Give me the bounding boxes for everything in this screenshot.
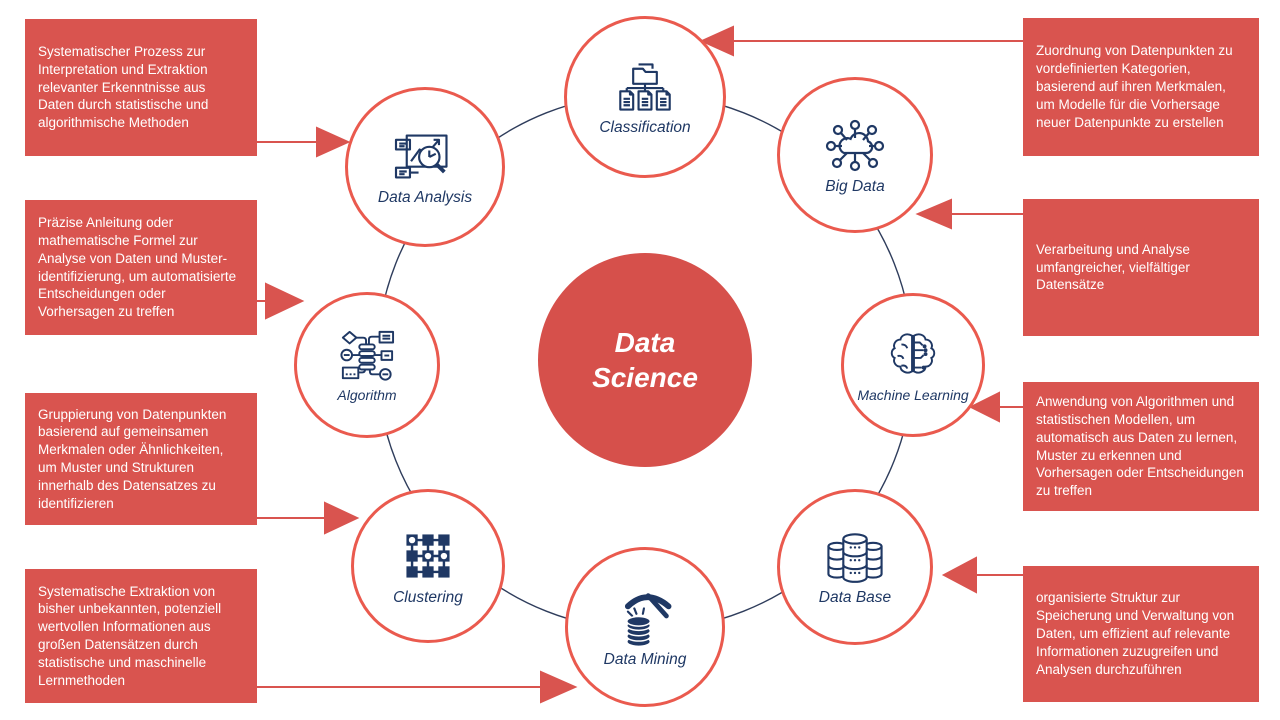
node-label: Data Base xyxy=(818,588,892,606)
data-analysis-icon xyxy=(394,133,448,178)
description-text: Systematische Extraktion von bisher unbe… xyxy=(38,583,222,688)
clustering-icon xyxy=(406,533,450,578)
arrow-to-algorithm xyxy=(257,282,305,320)
description-box-data-mining: Systematische Extraktion von bisher unbe… xyxy=(25,569,257,703)
description-box-classification: Zuordnung von Datenpunkten zu vordefinie… xyxy=(1023,18,1259,156)
arrow-to-machine-learning xyxy=(968,391,1023,423)
center-title-line1: Data xyxy=(614,327,676,358)
arrow-to-clustering xyxy=(257,501,360,535)
description-text: organisierte Struktur zur Speicherung un… xyxy=(1036,590,1235,677)
description-box-algorithm: Präzise Anleitung oder mathematische For… xyxy=(25,200,257,335)
description-box-machine-learning: Anwendung von Algorithmen und statistisc… xyxy=(1023,382,1259,511)
description-text: Zuordnung von Datenpunkten zu vordefinie… xyxy=(1036,43,1233,130)
arrows xyxy=(257,25,1023,704)
node-big-data: Big Data xyxy=(777,77,933,233)
data-mining-icon xyxy=(624,592,672,647)
description-text: Anwendung von Algorithmen und statistisc… xyxy=(1036,394,1244,499)
node-label: Classification xyxy=(599,118,691,136)
description-text: Gruppierung von Datenpunkten basierend a… xyxy=(38,406,227,511)
description-box-big-data: Verarbeitung und Analyse umfangreicher, … xyxy=(1023,199,1259,336)
center-circle-data-science: Data Science xyxy=(538,253,752,467)
description-box-data-base: organisierte Struktur zur Speicherung un… xyxy=(1023,566,1259,702)
node-label: Machine Learning xyxy=(857,386,969,403)
node-label: Big Data xyxy=(825,177,885,195)
center-title-line2: Science xyxy=(592,362,698,393)
arrow-to-data-mining xyxy=(257,670,578,704)
arrow-to-data-analysis xyxy=(257,126,351,158)
node-data-analysis: Data Analysis xyxy=(345,87,505,247)
arrow-to-classification xyxy=(699,25,1023,57)
description-box-data-analysis: Systematischer Prozess zur Interpretatio… xyxy=(25,19,257,156)
description-text: Systematischer Prozess zur Interpretatio… xyxy=(38,43,209,131)
node-algorithm: Algorithm xyxy=(294,292,440,438)
algorithm-icon xyxy=(340,330,395,381)
description-box-clustering: Gruppierung von Datenpunkten basierend a… xyxy=(25,393,257,525)
node-clustering: Clustering xyxy=(351,489,505,643)
description-text: Präzise Anleitung oder mathematische For… xyxy=(38,215,237,320)
big-data-icon xyxy=(825,119,885,171)
data-base-icon xyxy=(827,532,883,583)
classification-icon xyxy=(619,62,671,111)
node-data-mining: Data Mining xyxy=(565,547,725,707)
description-text: Verarbeitung und Analyse umfangreicher, … xyxy=(1036,241,1190,293)
node-label: Data Analysis xyxy=(377,188,473,206)
node-label: Clustering xyxy=(393,588,463,606)
machine-learning-icon xyxy=(890,332,936,374)
node-machine-learning: Machine Learning xyxy=(841,293,985,437)
node-label: Data Mining xyxy=(603,650,687,668)
node-label: Algorithm xyxy=(337,386,397,403)
node-data-base: Data Base xyxy=(777,489,933,645)
node-classification: Classification xyxy=(564,16,726,178)
arrow-to-data-base xyxy=(941,556,1023,594)
arrow-to-big-data xyxy=(915,198,1023,230)
